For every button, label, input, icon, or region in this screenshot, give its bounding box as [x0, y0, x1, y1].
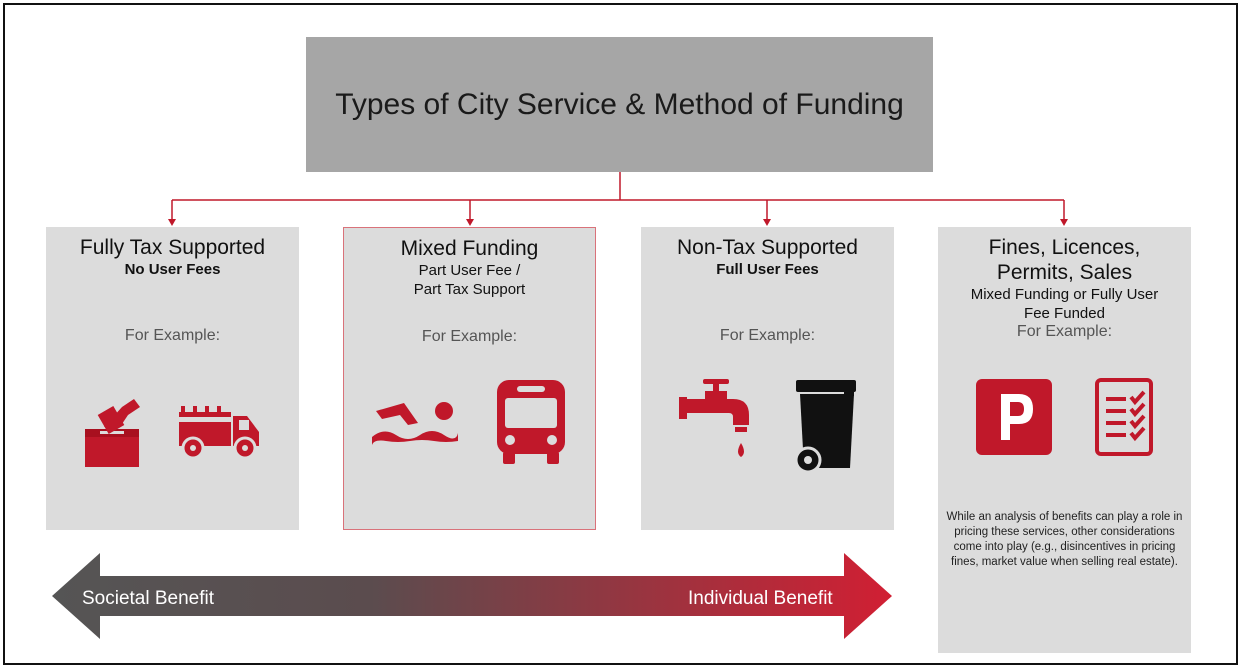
arrowhead-3 [763, 219, 771, 226]
individual-benefit-label: Individual Benefit [688, 588, 833, 609]
card-subheading: No User Fees [124, 261, 221, 278]
swimmer-icon [372, 402, 459, 445]
example-label: For Example: [1016, 323, 1113, 340]
example-label: For Example: [124, 327, 221, 344]
garbage-bin-icon [794, 380, 857, 474]
card-heading-line-2: Permits, Sales [996, 261, 1133, 284]
card-subheading-line-2: Fee Funded [1024, 305, 1105, 322]
arrowhead-2 [466, 219, 474, 226]
card-fines-licences: Fines, Licences, Permits, Sales Mixed Fu… [938, 227, 1191, 653]
example-label: For Example: [719, 327, 816, 344]
card-mixed-funding: Mixed Funding Part User Fee / Part Tax S… [343, 227, 596, 530]
card-subheading-line-1: Mixed Funding or Fully User [970, 286, 1159, 303]
card-subheading: Full User Fees [716, 261, 819, 278]
example-label: For Example: [421, 328, 518, 345]
card-heading: Non-Tax Supported [677, 236, 858, 259]
societal-benefit-label: Societal Benefit [82, 588, 215, 609]
card-fully-tax-supported: Fully Tax Supported No User Fees For Exa… [46, 227, 299, 530]
pricing-note: While an analysis of benefits can play a… [946, 511, 1183, 568]
fire-truck-icon [178, 406, 259, 460]
checklist-icon [1095, 378, 1154, 456]
card-subheading-line-1: Part User Fee / [418, 262, 521, 279]
parking-sign-icon [975, 379, 1052, 455]
arrowhead-4 [1060, 219, 1068, 226]
water-tap-icon [678, 379, 749, 457]
card-heading: Fully Tax Supported [79, 236, 266, 259]
benefit-arrow [52, 553, 892, 639]
card-subheading-line-2: Part Tax Support [413, 281, 526, 298]
ballot-box-icon [85, 399, 141, 467]
card-heading-line-1: Fines, Licences, [988, 236, 1141, 259]
diagram-title: Types of City Service & Method of Fundin… [306, 37, 933, 172]
arrowhead-1 [168, 219, 176, 226]
bus-icon [496, 380, 565, 464]
card-non-tax-supported: Non-Tax Supported Full User Fees For Exa… [641, 227, 894, 530]
card-heading: Mixed Funding [400, 237, 539, 260]
